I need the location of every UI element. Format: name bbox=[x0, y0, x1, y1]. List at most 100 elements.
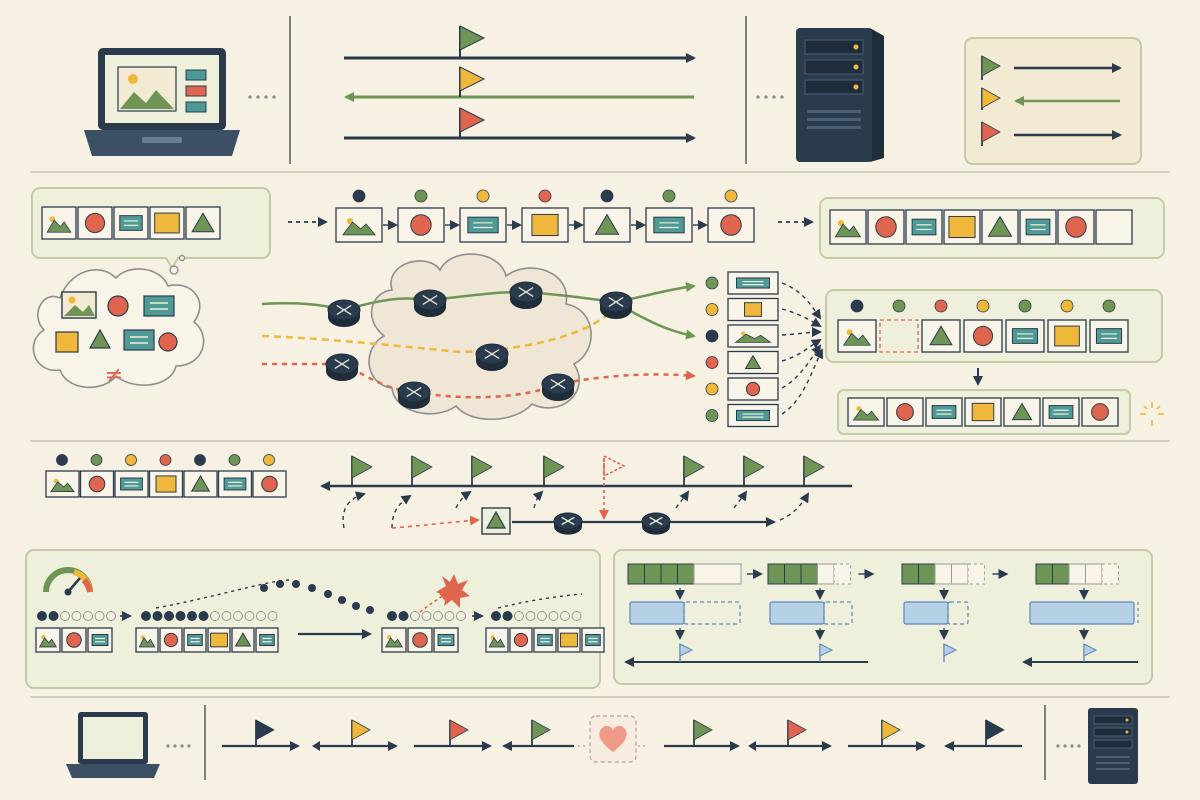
window-slot-dot bbox=[421, 611, 432, 621]
flag-icon bbox=[881, 719, 901, 746]
flag-icon bbox=[943, 643, 958, 662]
flag-segment bbox=[664, 719, 740, 751]
flag-icon bbox=[459, 66, 486, 97]
teal-rect-chunk bbox=[727, 403, 779, 428]
router-icon bbox=[413, 289, 447, 317]
flag-segment bbox=[502, 719, 574, 751]
flag-icon bbox=[819, 643, 834, 662]
reorder-arrows bbox=[781, 282, 823, 415]
sequence-dot bbox=[263, 454, 275, 466]
flag-icon bbox=[471, 455, 493, 486]
yellow-square-chunk bbox=[148, 470, 184, 498]
stream-legend-panel bbox=[964, 37, 1142, 165]
acknowledgement-timeline bbox=[320, 454, 852, 520]
window-slot-dot bbox=[410, 611, 420, 621]
flag-icon bbox=[411, 455, 433, 486]
teal-rect-chunk bbox=[183, 627, 207, 653]
teal-rect-chunk bbox=[114, 470, 149, 498]
keepalive-heart bbox=[578, 715, 648, 763]
red-circle-chunk bbox=[159, 627, 183, 653]
flag-icon bbox=[543, 455, 565, 486]
window-slot-dot bbox=[244, 611, 255, 621]
sequence-dot bbox=[194, 454, 206, 466]
image-chunk bbox=[135, 627, 159, 653]
red-circle-chunk bbox=[407, 627, 433, 653]
red-circle-chunk bbox=[252, 470, 287, 498]
buffer-cell bbox=[918, 563, 936, 585]
pending-buffer bbox=[683, 601, 741, 625]
sequence-dot bbox=[352, 189, 366, 203]
flag-icon bbox=[683, 455, 705, 486]
window-slot-dot bbox=[398, 611, 409, 621]
window-slot-dot bbox=[352, 602, 360, 610]
router-icon bbox=[553, 512, 583, 535]
flag-icon bbox=[351, 719, 371, 746]
packet-chain bbox=[335, 189, 755, 243]
sequence-dot bbox=[56, 454, 68, 466]
buffer-cell bbox=[901, 563, 919, 585]
sequence-dot bbox=[705, 382, 719, 396]
green-triangle-chunk bbox=[981, 209, 1019, 245]
image-chunk bbox=[335, 207, 383, 243]
window-slot-dot bbox=[276, 580, 284, 588]
green-triangle-chunk bbox=[727, 350, 779, 375]
yellow-square-chunk bbox=[149, 206, 185, 240]
window-slot-dot bbox=[152, 611, 163, 621]
buffer-cell bbox=[817, 563, 835, 585]
chunk-strip bbox=[45, 470, 287, 498]
teal-rect-chunk bbox=[533, 627, 557, 653]
window-slot-dot bbox=[94, 611, 105, 621]
sparkle-icon bbox=[1140, 402, 1164, 426]
ack-flags bbox=[351, 455, 825, 486]
routers bbox=[325, 281, 633, 409]
image-chunk bbox=[847, 397, 885, 427]
green-triangle-chunk bbox=[921, 319, 961, 353]
image-chunk bbox=[837, 319, 877, 353]
image-chunk bbox=[727, 324, 779, 348]
flag-icon bbox=[743, 455, 765, 486]
red-circle-chunk bbox=[509, 627, 533, 653]
chunk-strip bbox=[41, 206, 221, 240]
flag-icon bbox=[1083, 643, 1098, 662]
chunk-strips bbox=[35, 627, 605, 653]
flag-segment bbox=[222, 719, 300, 751]
flag-icon bbox=[255, 719, 275, 746]
window-slot-dot bbox=[37, 611, 47, 621]
window-slot-dot bbox=[48, 611, 59, 621]
chunk-strip-with-gap bbox=[837, 299, 1129, 353]
flag-segment bbox=[748, 719, 832, 751]
flagged-streams bbox=[344, 25, 696, 143]
laptop-icon bbox=[66, 712, 160, 778]
window-slot-dot bbox=[366, 606, 374, 614]
flag-icon bbox=[679, 643, 694, 662]
sequence-dot bbox=[600, 189, 614, 203]
sequence-dot bbox=[850, 299, 864, 313]
sequence-dot bbox=[892, 299, 906, 313]
sequence-dot bbox=[159, 454, 172, 466]
yellow-square-chunk bbox=[964, 397, 1002, 427]
flag-icon bbox=[787, 719, 807, 746]
teal-rect-chunk bbox=[1019, 209, 1057, 245]
bidirectional-flag-sequence bbox=[222, 719, 1022, 751]
buffer-cell bbox=[934, 563, 952, 585]
pending-buffer bbox=[823, 601, 853, 625]
dotted-connector bbox=[166, 744, 1081, 748]
router-icon bbox=[509, 281, 543, 309]
received-stream-panel bbox=[819, 197, 1165, 259]
teal-rect-chunk bbox=[925, 397, 963, 427]
sequence-dot bbox=[705, 409, 719, 422]
teal-rect-chunk bbox=[113, 206, 149, 240]
read-buffer bbox=[769, 601, 825, 625]
buffer-cell bbox=[1068, 563, 1086, 585]
flag-icon bbox=[351, 455, 373, 486]
server-icon bbox=[1088, 708, 1138, 784]
window-slot-dot bbox=[71, 611, 82, 621]
green-triangle-chunk bbox=[583, 207, 631, 243]
flag-icon bbox=[981, 55, 1001, 80]
red-circle-chunk bbox=[1081, 397, 1119, 427]
reassembly-panel bbox=[825, 289, 1163, 363]
buffer-cell bbox=[951, 563, 969, 585]
red-circle-chunk bbox=[61, 627, 87, 653]
dotted-connector bbox=[248, 95, 784, 99]
router-icon bbox=[599, 291, 633, 319]
